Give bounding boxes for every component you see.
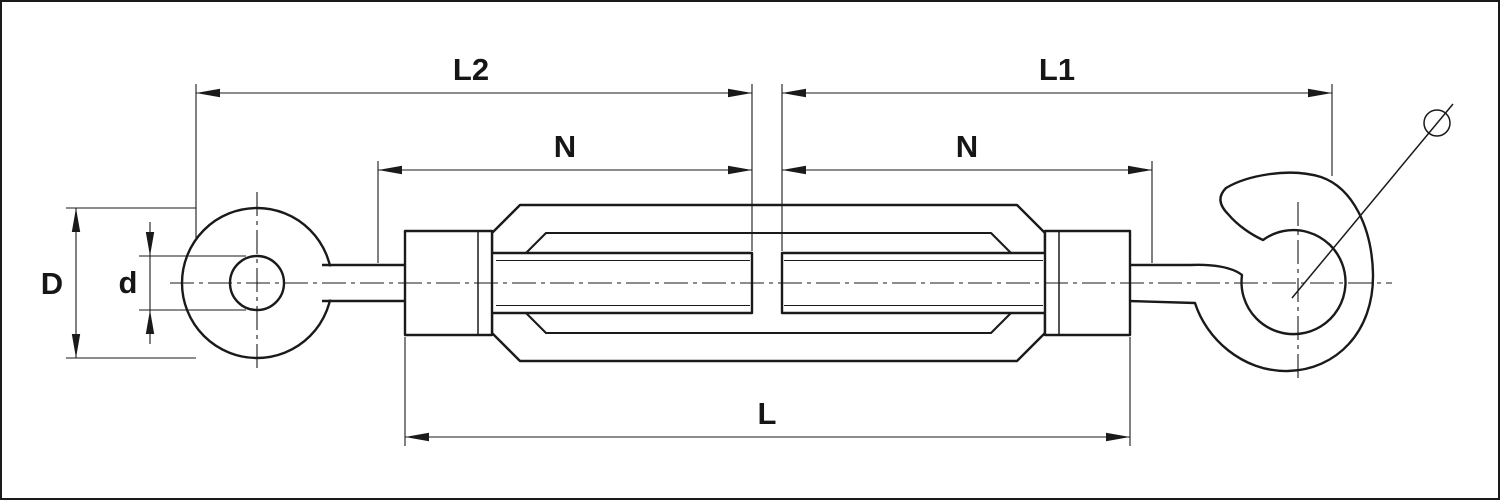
D-arrow-bottom <box>71 334 81 358</box>
dimension-l: L <box>404 337 1131 446</box>
d-arrow-bottom <box>145 310 155 334</box>
n-right-arrow-left <box>782 165 806 175</box>
l-arrow-left <box>405 432 429 442</box>
l1-arrow-left <box>782 88 806 98</box>
label-d: d <box>119 265 138 300</box>
dimension-l1: L1 <box>781 52 1333 251</box>
dimension-n-left: N <box>377 129 752 263</box>
n-right-arrow-right <box>1128 165 1152 175</box>
dimension-l2: L2 <box>195 52 753 251</box>
l-arrow-right <box>1106 432 1130 442</box>
l2-arrow-right <box>728 88 752 98</box>
l1-arrow-right <box>1308 88 1332 98</box>
left-rod-thread-lines <box>496 260 750 306</box>
diameter-icon <box>1423 109 1451 137</box>
hook-outline <box>1126 171 1375 373</box>
diameter-callout <box>1291 103 1454 299</box>
label-n-left: N <box>554 129 576 164</box>
n-left-arrow-right <box>728 165 752 175</box>
l2-arrow-left <box>196 88 220 98</box>
hook-end <box>1126 171 1375 373</box>
label-l1: L1 <box>1039 52 1075 87</box>
label-D: D <box>41 266 63 301</box>
n-left-arrow-left <box>378 165 402 175</box>
d-arrow-top <box>145 232 155 256</box>
dimension-n-right: N <box>782 129 1153 263</box>
dimension-d: d <box>119 222 246 344</box>
label-l: L <box>758 396 777 431</box>
diameter-leader-line <box>1291 103 1454 299</box>
label-l2: L2 <box>453 52 489 87</box>
eye-shank-edges <box>322 263 408 303</box>
right-rod-thread-lines <box>784 260 1043 306</box>
label-n-right: N <box>956 129 978 164</box>
D-arrow-top <box>71 208 81 232</box>
dimension-D: D <box>41 207 196 359</box>
